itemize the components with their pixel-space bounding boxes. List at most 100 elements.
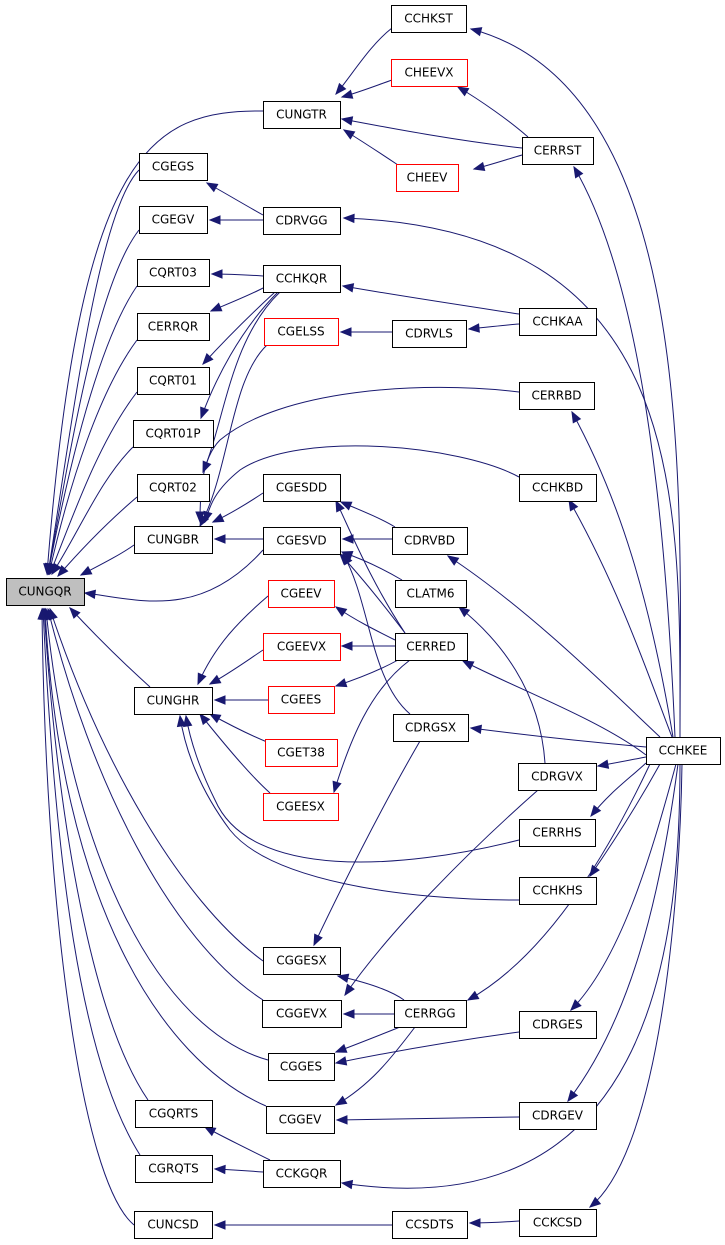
node-box[interactable] [134,687,213,715]
node-box[interactable] [391,59,468,87]
node-box[interactable] [392,320,467,348]
node-box[interactable] [263,474,341,502]
node-box[interactable] [139,206,208,234]
node-box[interactable] [137,474,210,502]
node-cchkaa[interactable]: CCHKAA [519,308,597,336]
node-box[interactable] [393,714,469,742]
node-box[interactable] [646,737,721,765]
node-cgesvd[interactable]: CGESVD [263,527,341,555]
node-cgrqts[interactable]: CGRQTS [135,1155,213,1183]
node-cgeevx[interactable]: CGEEVX [263,633,341,661]
node-cgegs[interactable]: CGEGS [139,153,208,181]
node-box[interactable] [263,207,341,235]
node-box[interactable] [266,1106,335,1134]
node-box[interactable] [519,474,597,502]
node-cchkhs[interactable]: CCHKHS [519,877,597,905]
node-cqrt01[interactable]: CQRT01 [137,367,210,395]
node-box[interactable] [519,382,595,410]
node-box[interactable] [396,164,459,192]
node-cunghr[interactable]: CUNGHR [134,687,213,715]
node-box[interactable] [133,420,214,448]
node-cdrvls[interactable]: CDRVLS [392,320,467,348]
node-cheevx[interactable]: CHEEVX [391,59,468,87]
node-box[interactable] [135,1100,213,1128]
node-box[interactable] [6,578,85,606]
node-box[interactable] [263,947,341,975]
node-cdrgev[interactable]: CDRGEV [519,1102,597,1130]
node-box[interactable] [265,739,338,767]
node-cgeev[interactable]: CGEEV [268,580,335,608]
node-cerrbd[interactable]: CERRBD [519,382,595,410]
node-box[interactable] [268,580,335,608]
node-box[interactable] [519,1102,597,1130]
node-ccsdts[interactable]: CCSDTS [392,1211,468,1239]
node-cchkee[interactable]: CCHKEE [646,737,721,765]
node-cdrvbd[interactable]: CDRVBD [392,527,468,555]
node-cgqrts[interactable]: CGQRTS [135,1100,213,1128]
node-cerrqr[interactable]: CERRQR [137,313,210,341]
node-box[interactable] [395,633,468,661]
node-box[interactable] [264,318,339,346]
node-box[interactable] [268,686,335,714]
node-box[interactable] [522,137,594,165]
node-cqrt02[interactable]: CQRT02 [137,474,210,502]
node-box[interactable] [137,367,210,395]
node-cggev[interactable]: CGGEV [266,1106,335,1134]
node-box[interactable] [263,101,341,129]
node-cchkqr[interactable]: CCHKQR [263,265,341,293]
node-cuncsd[interactable]: CUNCSD [134,1211,213,1239]
node-box[interactable] [137,313,210,341]
node-box[interactable] [263,633,341,661]
node-cchkbd[interactable]: CCHKBD [519,474,597,502]
node-box[interactable] [262,1000,342,1028]
node-cgeesx[interactable]: CGEESX [263,793,339,821]
node-cchkst[interactable]: CCHKST [391,5,467,33]
node-cungtr[interactable]: CUNGTR [263,101,341,129]
node-box[interactable] [391,5,467,33]
node-cungbr[interactable]: CUNGBR [134,526,213,554]
node-box[interactable] [395,580,467,608]
node-cdrges[interactable]: CDRGES [519,1011,597,1039]
node-cdrvgg[interactable]: CDRVGG [263,207,341,235]
node-cqrt03[interactable]: CQRT03 [137,259,210,287]
node-cggesx[interactable]: CGGESX [263,947,341,975]
node-box[interactable] [139,153,208,181]
node-cqrt01p[interactable]: CQRT01P [133,420,214,448]
node-box[interactable] [519,877,597,905]
node-box[interactable] [519,308,597,336]
node-box[interactable] [392,527,468,555]
node-cgelss[interactable]: CGELSS [264,318,339,346]
node-box[interactable] [394,1000,467,1028]
node-cckgqr[interactable]: CCKGQR [263,1160,341,1188]
node-box[interactable] [134,1211,213,1239]
node-box[interactable] [519,1011,597,1039]
node-box[interactable] [263,265,341,293]
node-cget38[interactable]: CGET38 [265,739,338,767]
node-box[interactable] [268,1053,335,1081]
node-cgees[interactable]: CGEES [268,686,335,714]
node-cckcsd[interactable]: CCKCSD [519,1209,597,1237]
node-clatm6[interactable]: CLATM6 [395,580,467,608]
node-cdrgsx[interactable]: CDRGSX [393,714,469,742]
node-cgegv[interactable]: CGEGV [139,206,208,234]
node-cerred[interactable]: CERRED [395,633,468,661]
node-cheev[interactable]: CHEEV [396,164,459,192]
node-box[interactable] [137,259,210,287]
node-box[interactable] [135,1155,213,1183]
node-cerrgg[interactable]: CERRGG [394,1000,467,1028]
node-cggevx[interactable]: CGGEVX [262,1000,342,1028]
node-box[interactable] [519,819,596,847]
node-box[interactable] [518,763,597,791]
node-cdrgvx[interactable]: CDRGVX [518,763,597,791]
node-cgges[interactable]: CGGES [268,1053,335,1081]
node-cerrst[interactable]: CERRST [522,137,594,165]
node-box[interactable] [263,527,341,555]
node-cungqr[interactable]: CUNGQR [6,578,85,606]
node-cerrhs[interactable]: CERRHS [519,819,596,847]
node-box[interactable] [263,1160,341,1188]
node-box[interactable] [392,1211,468,1239]
node-box[interactable] [134,526,213,554]
node-box[interactable] [519,1209,597,1237]
node-box[interactable] [263,793,339,821]
node-cgesdd[interactable]: CGESDD [263,474,341,502]
